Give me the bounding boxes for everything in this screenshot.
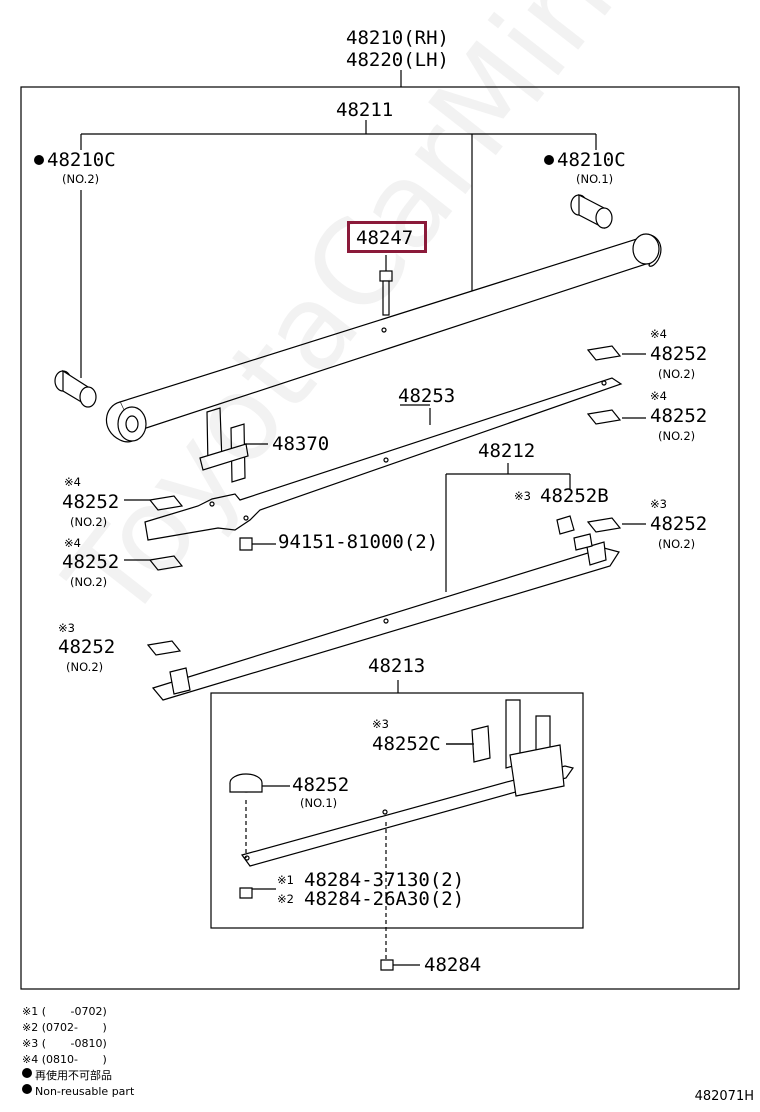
label-48210c-right: 48210C — [544, 150, 626, 170]
highlight-box — [347, 221, 427, 253]
outer-frame — [20, 86, 740, 990]
label-48252-no1: 48252 — [292, 774, 350, 796]
label-48210c-left-sub: (NO.2) — [62, 172, 100, 186]
mark-48252c: ※3 — [372, 717, 389, 731]
mark-l1: ※4 — [64, 475, 81, 489]
mark-l3: ※3 — [58, 621, 75, 635]
label-48284: 48284 — [424, 954, 482, 976]
non-reusable-dot-icon — [544, 155, 554, 165]
label-48252-r3-sub: (NO.2) — [658, 537, 696, 551]
pad-r1 — [586, 345, 622, 361]
note-4: ※4 (0810- ) — [22, 1053, 107, 1066]
pad-l1 — [148, 495, 184, 511]
leaf-48213 — [241, 699, 574, 867]
nut-48284-small — [239, 887, 276, 899]
main-leaf — [105, 233, 662, 443]
mark-l2: ※4 — [64, 536, 81, 550]
label-48210c-left: 48210C — [34, 150, 116, 170]
mark-48284-2: ※2 — [277, 892, 294, 906]
inner-frame-48213 — [210, 692, 584, 929]
pad-l2 — [148, 555, 184, 571]
mark-48284-1: ※1 — [277, 873, 294, 887]
non-reusable-dot-icon — [22, 1084, 32, 1094]
label-48252c: 48252C — [372, 733, 441, 755]
legend-jp: 再使用不可部品 — [22, 1068, 134, 1084]
non-reusable-dot-icon — [34, 155, 44, 165]
leaf-plate-48253 — [144, 377, 623, 541]
label-assy-lh: 48220(LH) — [346, 49, 449, 71]
label-48252-r1: 48252 — [650, 343, 708, 365]
bushing-no2 — [54, 369, 97, 408]
label-assy-rh: 48210(RH) — [346, 27, 449, 49]
bushing-no1 — [570, 194, 613, 229]
nut-48284 — [380, 959, 420, 971]
mark-r3: ※3 — [650, 497, 667, 511]
label-94151: 94151-81000(2) — [278, 531, 439, 553]
legend-en: Non-reusable part — [22, 1084, 134, 1100]
mark-48252b: ※3 — [514, 489, 531, 503]
spring-clip — [199, 407, 268, 483]
label-48252-no1-sub: (NO.1) — [300, 796, 338, 810]
center-bolt — [379, 255, 393, 316]
mark-r1: ※4 — [650, 327, 667, 341]
nut-94151 — [239, 537, 276, 551]
label-48252-l3-sub: (NO.2) — [66, 660, 104, 674]
label-48213: 48213 — [368, 655, 426, 677]
pad-l3 — [146, 640, 182, 656]
pad-48252c — [471, 725, 491, 763]
label-48252-l3: 48252 — [58, 636, 116, 658]
pad-r2 — [586, 409, 622, 425]
leaf-48212 — [151, 541, 620, 701]
label-48252-l2: 48252 — [62, 551, 120, 573]
label-48252-r3: 48252 — [650, 513, 708, 535]
pad-r3 — [586, 517, 622, 533]
cup-48252-no1 — [229, 773, 290, 793]
mark-r2: ※4 — [650, 389, 667, 403]
label-48252-l1-sub: (NO.2) — [70, 515, 108, 529]
footnotes: ※1 ( -0702) ※2 (0702- ) ※3 ( -0810) ※4 (… — [22, 1004, 134, 1100]
label-48284-26a30: 48284-26A30(2) — [304, 888, 465, 910]
label-48252-l1: 48252 — [62, 491, 120, 513]
note-2: ※2 (0702- ) — [22, 1021, 107, 1034]
figure-id: 482071H — [694, 1089, 754, 1104]
label-48211: 48211 — [336, 99, 394, 121]
non-reusable-dot-icon — [22, 1068, 32, 1078]
note-3: ※3 ( -0810) — [22, 1037, 107, 1050]
label-48252-l2-sub: (NO.2) — [70, 575, 108, 589]
label-48284-37130: 48284-37130(2) — [304, 869, 465, 891]
label-48252-r2-sub: (NO.2) — [658, 429, 696, 443]
note-1: ※1 ( -0702) — [22, 1005, 107, 1018]
label-48247[interactable]: 48247 — [356, 227, 414, 249]
label-48210c-right-sub: (NO.1) — [576, 172, 614, 186]
label-48252-r2: 48252 — [650, 405, 708, 427]
label-48252-r1-sub: (NO.2) — [658, 367, 696, 381]
label-48370: 48370 — [272, 433, 330, 455]
label-48212: 48212 — [478, 440, 536, 462]
label-48253: 48253 — [398, 385, 456, 407]
pad-48252b — [556, 515, 575, 535]
label-48252b: 48252B — [540, 485, 609, 507]
